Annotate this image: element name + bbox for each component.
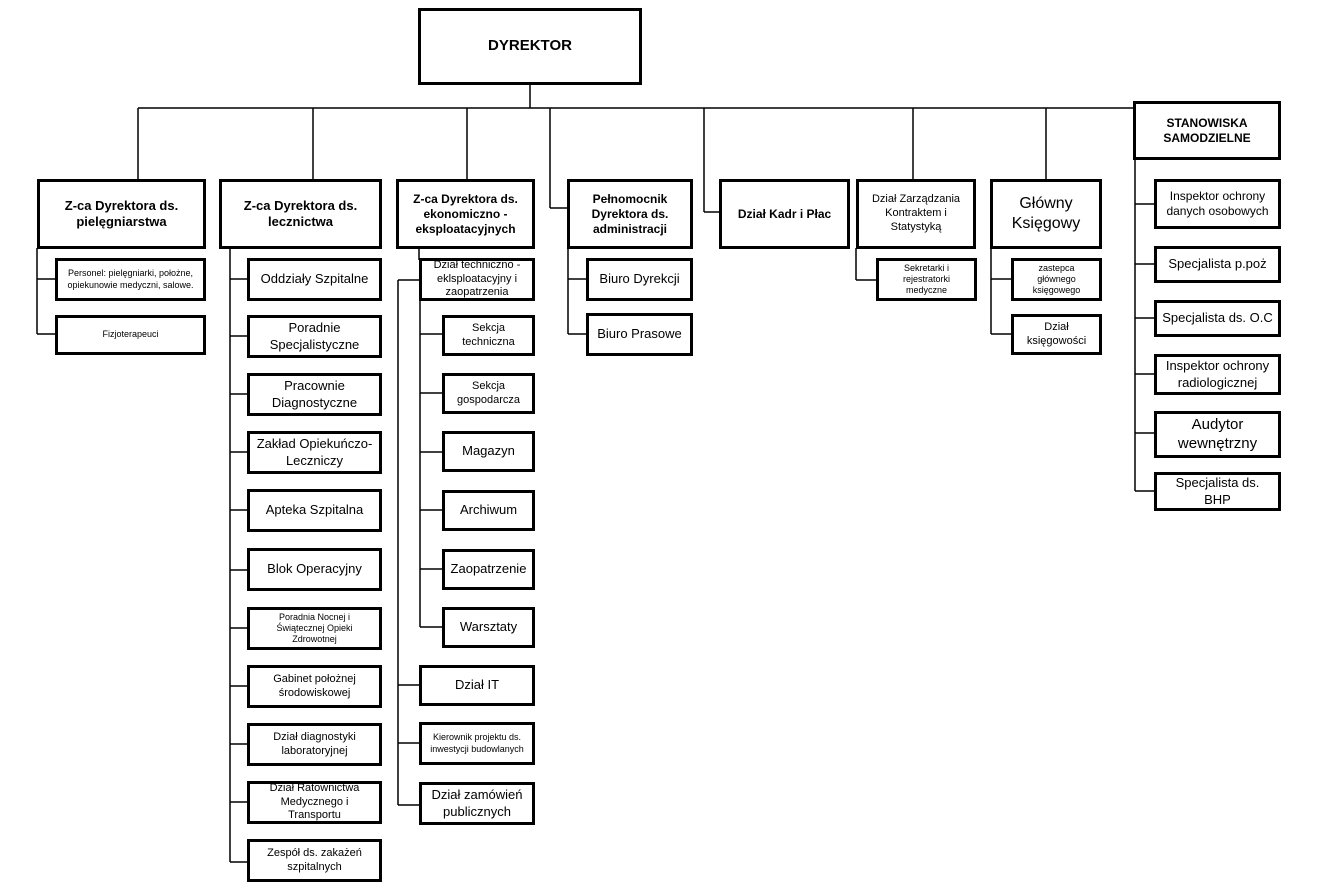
independent-post-label: Audytor wewnętrzny xyxy=(1177,415,1258,452)
technical-subunit-label: Warsztaty xyxy=(459,619,518,635)
technical-subunit: Zaopatrzenie xyxy=(442,549,535,590)
plenipotentiary-unit: Biuro Prasowe xyxy=(586,313,693,356)
medical-unit: Oddziały Szpitalne xyxy=(247,258,382,301)
head-contracts-label: Dział Zarządzania Kontraktem i Statystyk… xyxy=(871,193,961,233)
nursing-unit: Fizjoterapeuci xyxy=(55,315,206,355)
independent-post-label: Inspektor ochrony danych osobowych xyxy=(1166,189,1269,218)
independent-post-label: Inspektor ochrony radiologicznej xyxy=(1165,358,1270,390)
head-nursing: Z-ca Dyrektora ds. pielęgniarstwa xyxy=(37,179,206,249)
head-medical-label: Z-ca Dyrektora ds. lecznictwa xyxy=(243,197,358,229)
independent-post: Audytor wewnętrzny xyxy=(1154,411,1281,458)
director-label: DYREKTOR xyxy=(488,37,572,55)
head-economic: Z-ca Dyrektora ds. ekonomiczno - eksploa… xyxy=(396,179,535,249)
head-contracts: Dział Zarządzania Kontraktem i Statystyk… xyxy=(856,179,976,249)
independent-post: Specjalista p.poż xyxy=(1154,246,1281,283)
plenipotentiary-unit: Biuro Dyrekcji xyxy=(586,258,693,301)
medical-unit-label: Zespół ds. zakażeń szpitalnych xyxy=(267,846,362,873)
medical-unit: Gabinet położnej środowiskowej xyxy=(247,665,382,708)
medical-unit: Poradnia Nocnej i Świątecznej Opieki Zdr… xyxy=(247,607,382,650)
independent-post: Specjalista ds. O.C xyxy=(1154,300,1281,337)
contracts-unit-label: Sekretarki i rejestratorki medyczne xyxy=(902,262,950,296)
medical-unit: Apteka Szpitalna xyxy=(247,489,382,532)
technical-subunit: Magazyn xyxy=(442,431,535,472)
economic-unit: Kierownik projektu ds. inwestycji budowl… xyxy=(419,722,535,765)
medical-unit-label: Dział Ratownictwa Medycznego i Transport… xyxy=(269,781,360,822)
medical-unit: Poradnie Specjalistyczne xyxy=(247,315,382,358)
technical-subunit-label: Sekcja techniczna xyxy=(462,321,515,348)
accountant-unit-label: Dział księgowości xyxy=(1026,320,1087,347)
economic-unit: Dział zamówień publicznych xyxy=(419,782,535,825)
plenipotentiary-unit-label: Biuro Prasowe xyxy=(597,326,682,342)
economic-unit: Dział IT xyxy=(419,665,535,706)
nursing-unit: Personel: pielęgniarki, położne, opiekun… xyxy=(55,258,206,301)
head-medical: Z-ca Dyrektora ds. lecznictwa xyxy=(219,179,382,249)
medical-unit: Dział Ratownictwa Medycznego i Transport… xyxy=(247,781,382,824)
head-nursing-label: Z-ca Dyrektora ds. pielęgniarstwa xyxy=(64,197,179,229)
head-plenipotentiary-label: Pełnomocnik Dyrektora ds. administracji xyxy=(591,191,669,236)
nursing-unit-label: Fizjoterapeuci xyxy=(102,329,159,340)
medical-unit: Dział diagnostyki laboratoryjnej xyxy=(247,723,382,766)
technical-subunit: Warsztaty xyxy=(442,607,535,648)
medical-unit-label: Gabinet położnej środowiskowej xyxy=(273,672,356,699)
medical-unit: Blok Operacyjny xyxy=(247,548,382,591)
head-plenipotentiary: Pełnomocnik Dyrektora ds. administracji xyxy=(567,179,693,249)
medical-unit-label: Poradnia Nocnej i Świątecznej Opieki Zdr… xyxy=(276,611,353,645)
technical-subunit-label: Archiwum xyxy=(459,502,518,518)
medical-unit-label: Poradnie Specjalistyczne xyxy=(269,320,360,352)
head-hr: Dział Kadr i Płac xyxy=(719,179,850,249)
accountant-unit-label: zastepca głównego księgowego xyxy=(1032,262,1081,296)
technical-subunit: Archiwum xyxy=(442,490,535,531)
technical-subunit: Sekcja techniczna xyxy=(442,315,535,356)
medical-unit-label: Zakład Opiekuńczo-Leczniczy xyxy=(256,436,373,468)
economic-unit-label: Dział zamówień publicznych xyxy=(431,787,523,819)
head-accountant-label: Główny Księgowy xyxy=(1011,195,1081,232)
medical-unit-label: Pracownie Diagnostyczne xyxy=(271,378,358,410)
nursing-unit-label: Personel: pielęgniarki, położne, opiekun… xyxy=(67,268,194,290)
plenipotentiary-unit-label: Biuro Dyrekcji xyxy=(599,271,680,287)
independent-post-label: Specjalista ds. BHP xyxy=(1175,475,1260,507)
accountant-unit: Dział księgowości xyxy=(1011,314,1102,355)
head-accountant: Główny Księgowy xyxy=(990,179,1102,249)
head-economic-label: Z-ca Dyrektora ds. ekonomiczno - eksploa… xyxy=(413,191,518,236)
medical-unit: Zakład Opiekuńczo-Leczniczy xyxy=(247,431,382,474)
economic-technical-dept-label: Dział techniczno - eklsploatacyjny i zao… xyxy=(433,258,521,299)
economic-technical-dept: Dział techniczno - eklsploatacyjny i zao… xyxy=(419,258,535,301)
independent-post-label: Specjalista ds. O.C xyxy=(1162,310,1273,326)
head-independent-label: STANOWISKA SAMODZIELNE xyxy=(1163,115,1251,145)
technical-subunit: Sekcja gospodarcza xyxy=(442,373,535,414)
medical-unit: Pracownie Diagnostyczne xyxy=(247,373,382,416)
head-hr-label: Dział Kadr i Płac xyxy=(737,206,832,221)
technical-subunit-label: Magazyn xyxy=(462,443,515,459)
medical-unit-label: Blok Operacyjny xyxy=(267,561,362,577)
technical-subunit-label: Sekcja gospodarcza xyxy=(457,379,520,406)
medical-unit: Zespół ds. zakażeń szpitalnych xyxy=(247,839,382,882)
independent-post: Inspektor ochrony radiologicznej xyxy=(1154,354,1281,395)
medical-unit-label: Oddziały Szpitalne xyxy=(260,271,369,287)
independent-post: Inspektor ochrony danych osobowych xyxy=(1154,179,1281,229)
independent-post-label: Specjalista p.poż xyxy=(1168,256,1267,272)
technical-subunit-label: Zaopatrzenie xyxy=(450,561,527,577)
contracts-unit: Sekretarki i rejestratorki medyczne xyxy=(876,258,977,301)
independent-post: Specjalista ds. BHP xyxy=(1154,472,1281,511)
economic-unit-label: Kierownik projektu ds. inwestycji budowl… xyxy=(430,732,524,754)
director-box: DYREKTOR xyxy=(418,8,642,85)
head-independent: STANOWISKA SAMODZIELNE xyxy=(1133,101,1281,160)
medical-unit-label: Apteka Szpitalna xyxy=(265,502,364,518)
accountant-unit: zastepca głównego księgowego xyxy=(1011,258,1102,301)
economic-unit-label: Dział IT xyxy=(454,677,500,693)
medical-unit-label: Dział diagnostyki laboratoryjnej xyxy=(273,730,356,757)
